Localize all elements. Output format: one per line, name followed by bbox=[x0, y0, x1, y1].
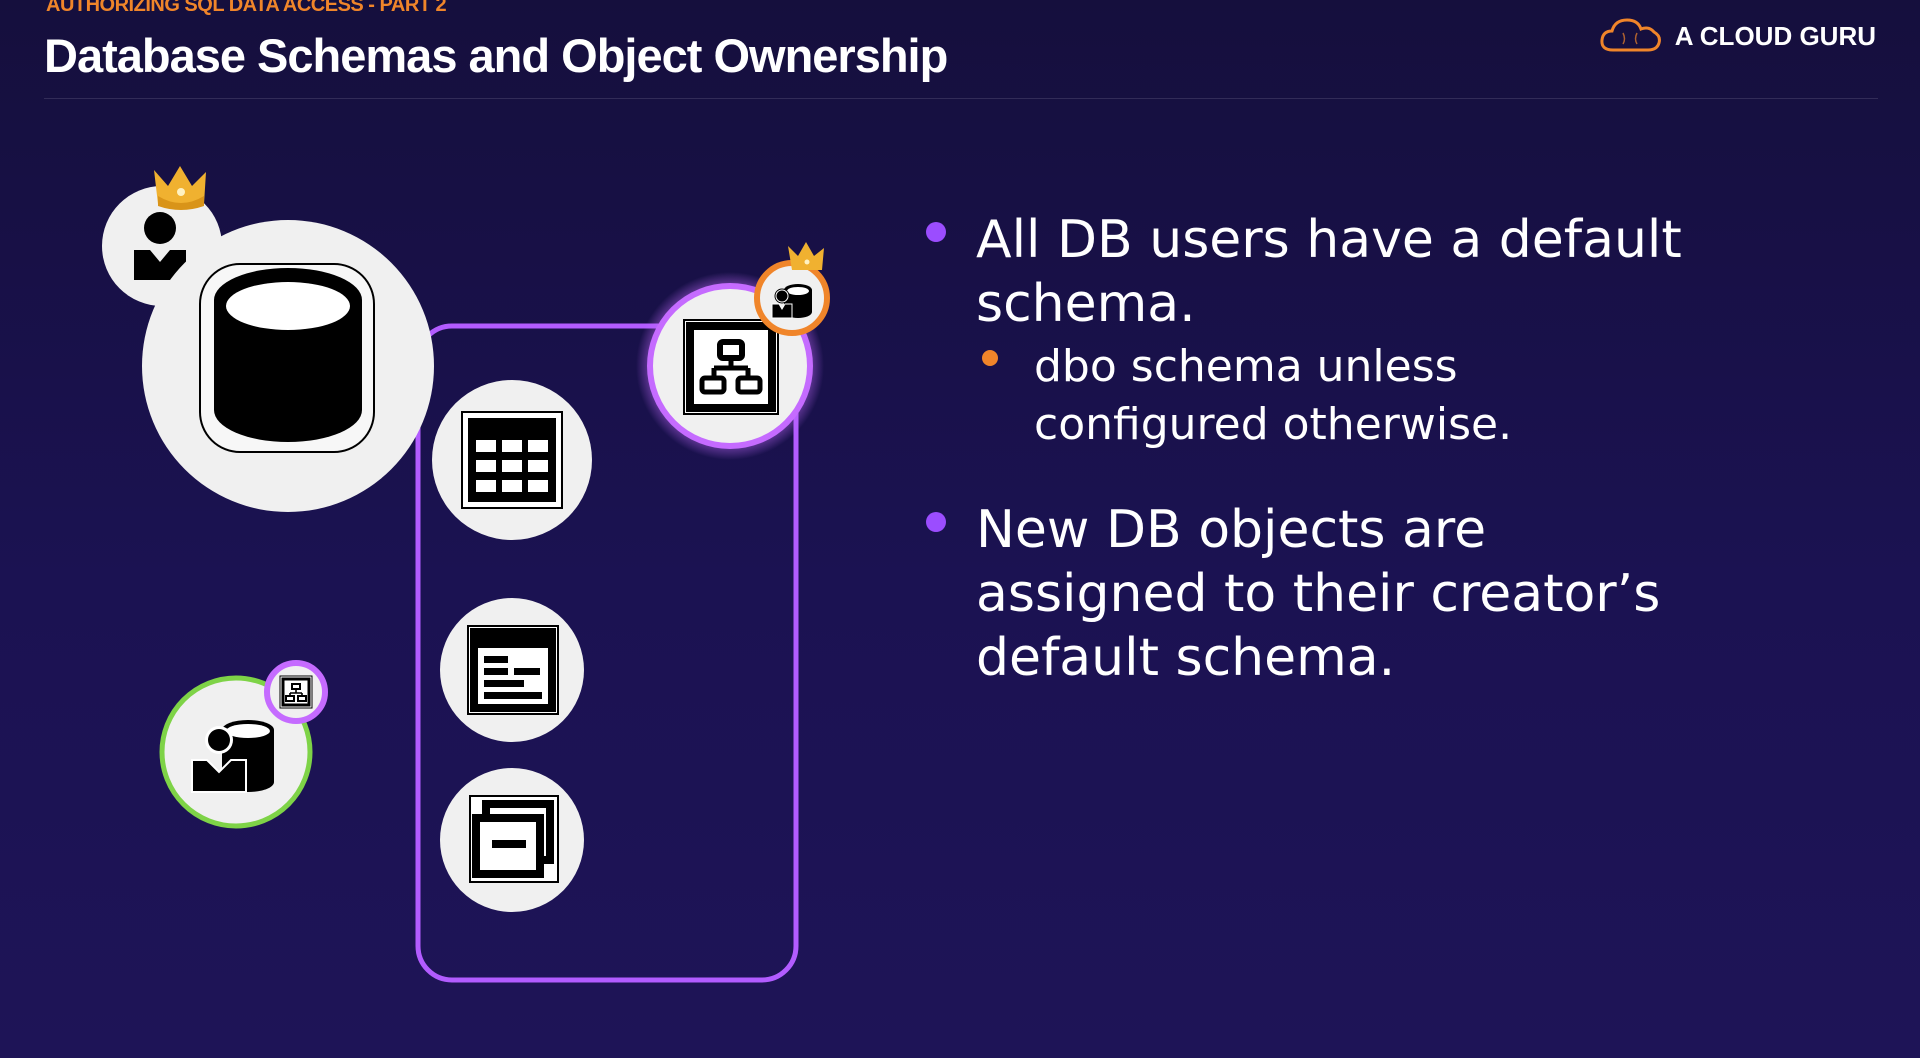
bullet-new-objects: New DB objects are assigned to their cre… bbox=[926, 498, 1726, 690]
database-user-icon bbox=[191, 720, 274, 793]
new-database-user bbox=[159, 675, 313, 829]
sub-bullet-dot bbox=[982, 350, 998, 366]
sub-bullet-text-line: dbo schema unless bbox=[1034, 341, 1458, 392]
view-icon bbox=[470, 628, 556, 712]
bullet-list: All DB users have a default schema. dbo … bbox=[926, 208, 1726, 690]
crown-icon bbox=[788, 242, 824, 270]
brand-name: A CLOUD GURU bbox=[1674, 20, 1876, 51]
bullet-text-line: New DB objects are bbox=[976, 500, 1487, 560]
view-object bbox=[440, 598, 584, 742]
schema-ownership-diagram bbox=[102, 166, 830, 983]
brand-logo: A CLOUD GURU bbox=[1599, 16, 1876, 56]
bullet-text-line: assigned to their creator’s bbox=[976, 564, 1661, 624]
user-icon bbox=[134, 212, 186, 280]
bullet-text-line: default schema. bbox=[976, 628, 1396, 688]
stored-procedure-object bbox=[440, 768, 584, 912]
default-schema-badge bbox=[264, 660, 328, 724]
bullet-default-schema: All DB users have a default schema. bbox=[926, 208, 1726, 366]
database-node bbox=[142, 220, 434, 512]
database-user-icon bbox=[771, 284, 812, 319]
bullet-dot bbox=[926, 222, 946, 242]
schema-icon bbox=[281, 677, 311, 707]
cloud-icon bbox=[1600, 18, 1661, 52]
sub-bullet-text-line: configured otherwise. bbox=[1034, 399, 1513, 450]
schema-container bbox=[415, 323, 799, 983]
table-object bbox=[432, 380, 592, 540]
slide-title: Database Schemas and Object Ownership bbox=[44, 29, 948, 82]
bullet-text-line: schema. bbox=[976, 274, 1196, 334]
stored-procedure-icon bbox=[472, 800, 554, 878]
crown-icon bbox=[154, 166, 206, 210]
schema-owner-badge bbox=[754, 242, 830, 336]
database-icon bbox=[214, 268, 362, 442]
sub-bullet-dbo-schema: dbo schema unless configured otherwise. bbox=[926, 338, 1726, 454]
table-icon bbox=[468, 418, 556, 502]
bullet-dot bbox=[926, 512, 946, 532]
header-divider bbox=[44, 98, 1878, 99]
lesson-kicker: AUTHORIZING SQL DATA ACCESS - PART 2 bbox=[46, 0, 447, 16]
bullet-text-line: All DB users have a default bbox=[976, 210, 1682, 270]
schema-icon bbox=[686, 322, 776, 412]
